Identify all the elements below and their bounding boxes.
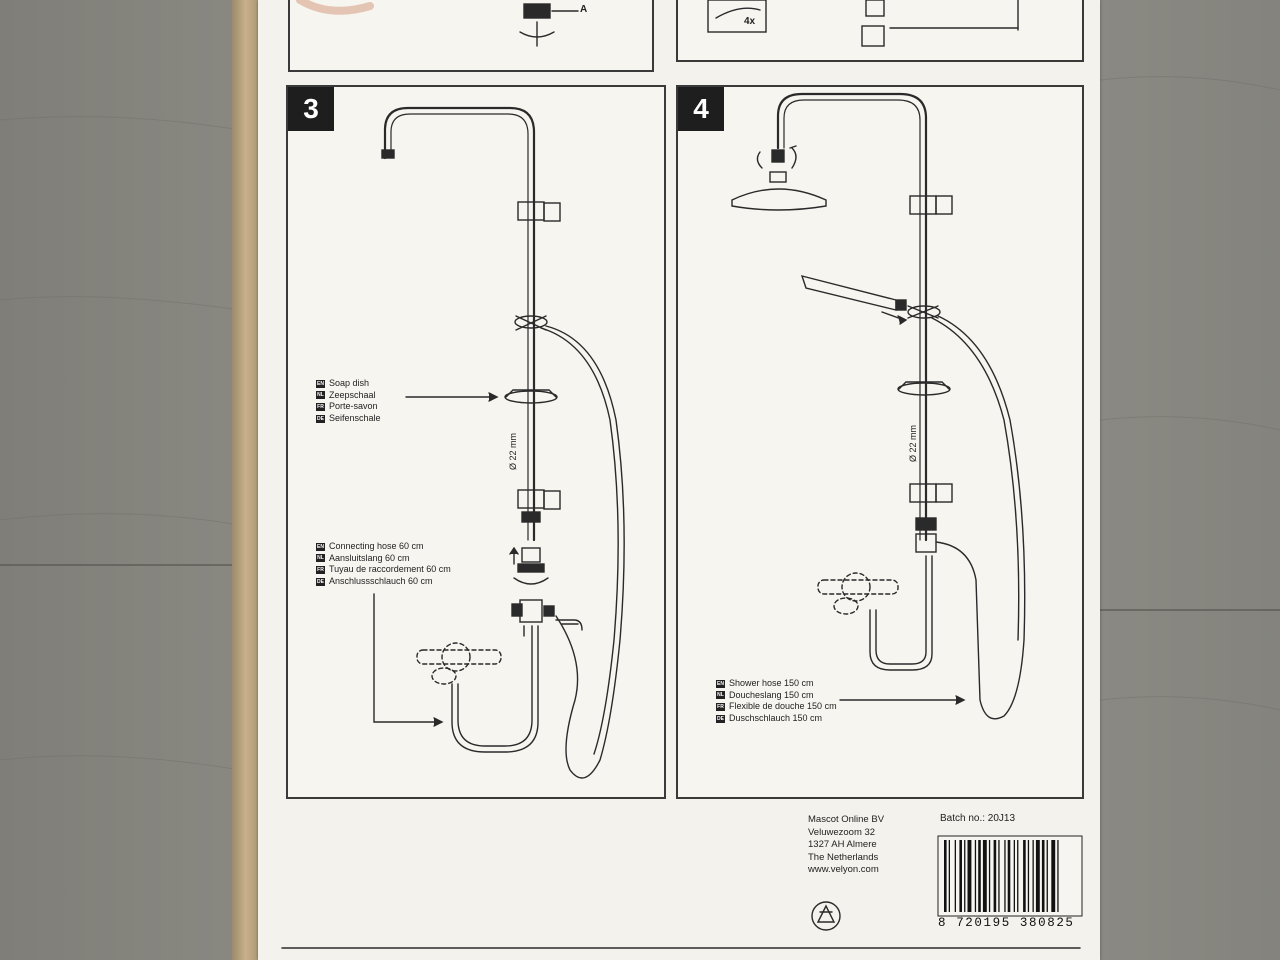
step4-leader-line xyxy=(839,695,966,705)
cardboard-box-edge xyxy=(232,0,262,960)
step4-hand-shower xyxy=(800,275,908,325)
website: www.velyon.com xyxy=(808,864,879,875)
barcode-bar xyxy=(1051,840,1056,912)
recycling-icon xyxy=(811,901,841,931)
barcode-bar xyxy=(978,840,981,912)
barcode-bar xyxy=(964,840,966,912)
step3-shower-hose xyxy=(540,325,625,779)
step4-diameter-label: Ø 22 mm xyxy=(908,424,918,462)
step3-mixer-dashed xyxy=(416,642,502,685)
part-letter-label: A xyxy=(580,4,588,15)
step3-leader-lines xyxy=(373,392,579,727)
step4-shower-rail xyxy=(776,92,953,553)
step2b-panel-partial xyxy=(676,0,1084,62)
valve-part-a-illustration xyxy=(296,0,579,47)
step4-number: 4 xyxy=(678,87,724,131)
step3-shower-rail xyxy=(381,106,561,623)
batch-number: Batch no.: 20J13 xyxy=(940,813,1016,824)
city: 1327 AH Almere xyxy=(808,839,877,850)
barcode-bar xyxy=(993,840,997,912)
step3-panel: 3 xyxy=(286,85,666,799)
company-name: Mascot Online BV xyxy=(808,814,885,825)
barcode xyxy=(937,835,1083,917)
screws-bag-illustration xyxy=(707,0,767,33)
manufacturer-address: Mascot Online BV Veluwezoom 32 1327 AH A… xyxy=(808,814,884,877)
barcode-bar xyxy=(1035,840,1040,912)
barcode-bar xyxy=(988,840,991,912)
barcode-bar xyxy=(967,840,972,912)
step3-connecting-hose xyxy=(451,619,583,753)
barcode-bar xyxy=(998,840,1000,912)
step4-overhead-shower-head xyxy=(731,145,827,211)
step4-mixer-dashed xyxy=(817,572,899,615)
step4-panel: 4 xyxy=(676,85,1084,799)
barcode-bar xyxy=(959,840,962,912)
barcode-bar xyxy=(1057,840,1059,912)
barcode-bar xyxy=(1027,840,1030,912)
barcode-bar xyxy=(1041,840,1045,912)
wall-bracket-illustration xyxy=(861,0,1019,47)
step3-diameter-label: Ø 22 mm xyxy=(508,432,518,470)
barcode-bar xyxy=(1013,840,1015,912)
instruction-sheet: 3 4 xyxy=(258,0,1100,960)
street: Veluwezoom 32 xyxy=(808,826,876,838)
country: The Netherlands xyxy=(808,851,879,863)
barcode-bar xyxy=(974,840,977,912)
step3-number: 3 xyxy=(288,87,334,131)
barcode-bar xyxy=(1046,840,1048,912)
barcode-bar xyxy=(1017,840,1019,912)
barcode-number: 8 720195 380825 xyxy=(938,916,1075,930)
barcode-bar xyxy=(1004,840,1006,912)
barcode-bar xyxy=(1023,840,1026,912)
barcode-bar xyxy=(982,840,987,912)
barcode-bar xyxy=(1007,840,1011,912)
screw-quantity-label: 4x xyxy=(744,16,756,27)
step4-shower-hose xyxy=(869,315,1026,720)
barcode-bar xyxy=(954,840,956,912)
barcode-bar xyxy=(1032,840,1034,912)
barcode-bar xyxy=(948,840,950,912)
barcode-bar xyxy=(944,840,947,912)
